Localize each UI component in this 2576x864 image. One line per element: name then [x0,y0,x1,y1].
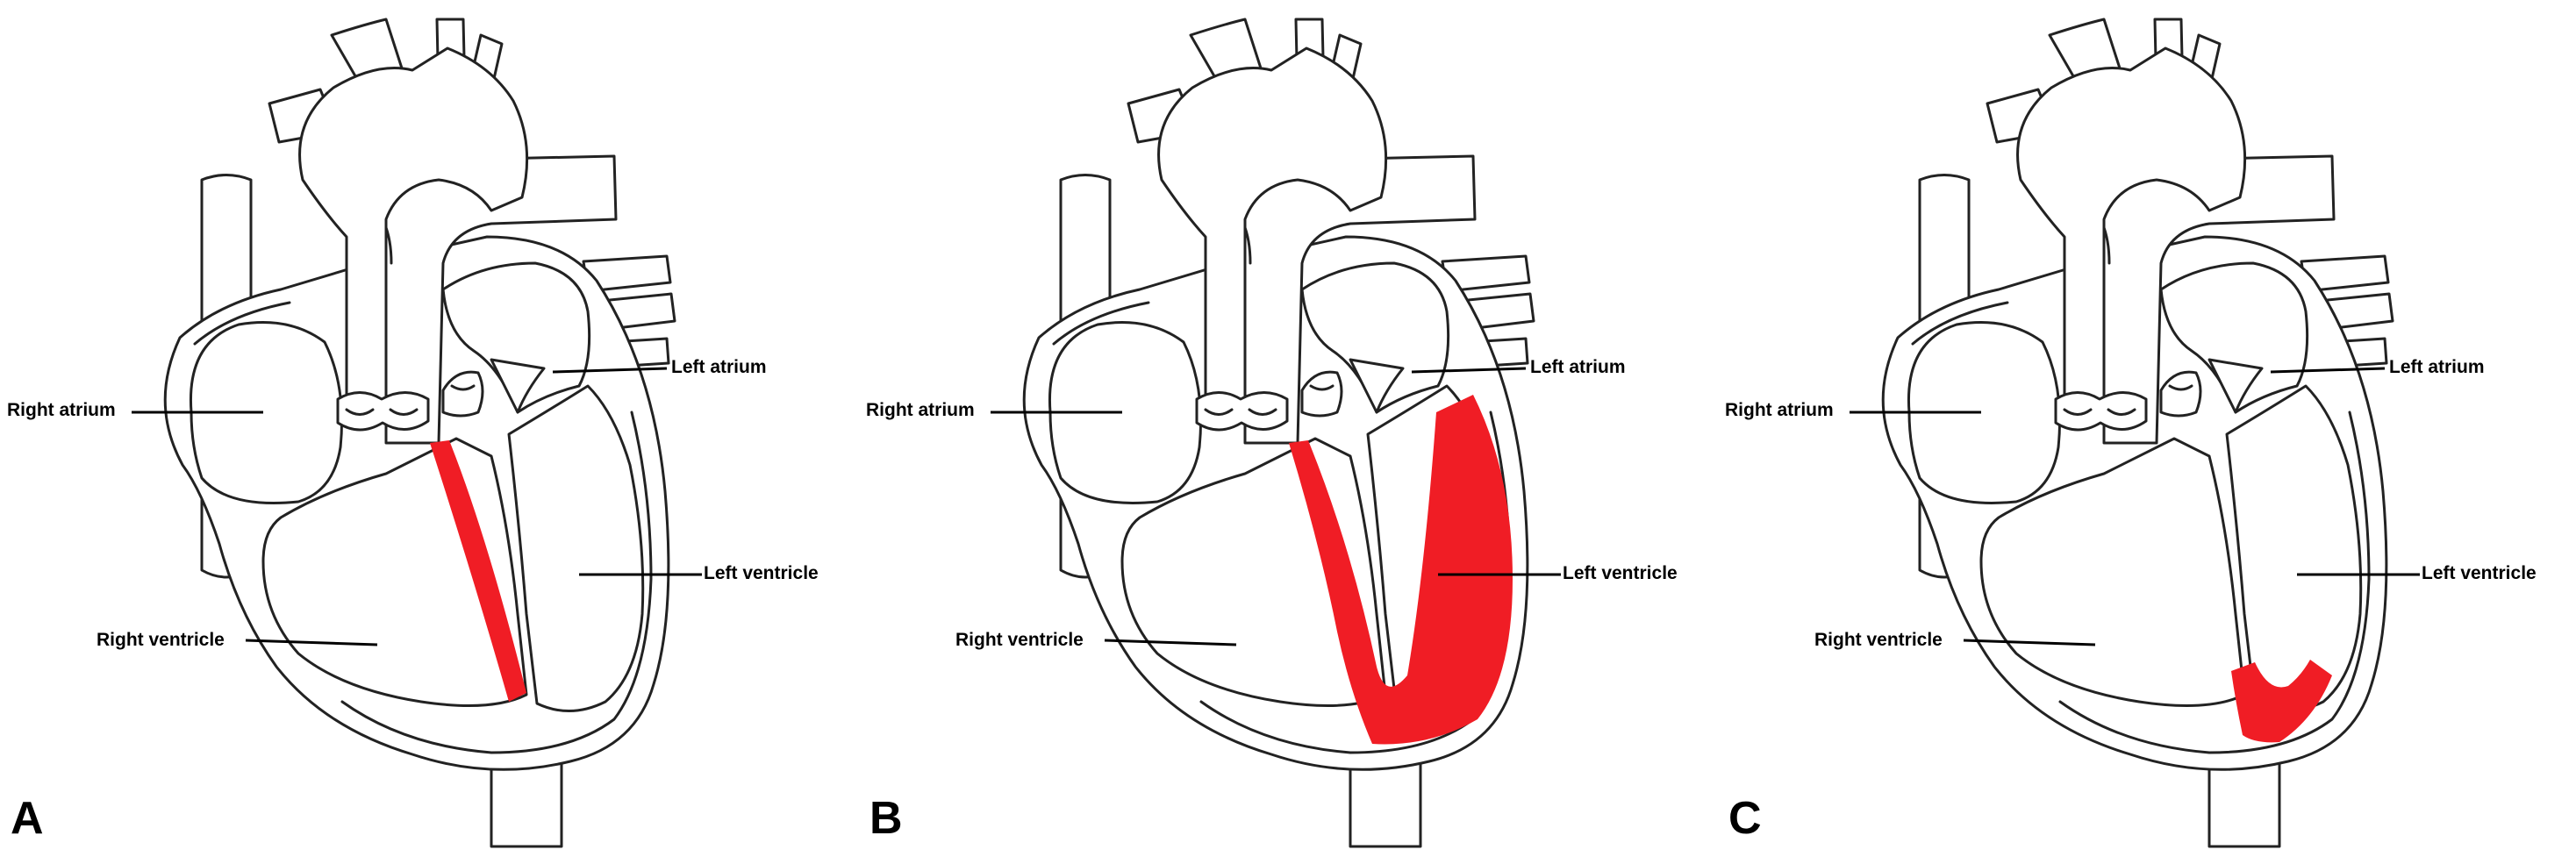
label-right-atrium: Right atrium [1725,400,1834,420]
label-left-atrium: Left atrium [2389,357,2485,377]
left-atrium-leader [552,367,668,374]
label-left-atrium: Left atrium [671,357,767,377]
left-atrium-leader [2270,367,2386,374]
right-ventricle-leader [1104,639,1237,646]
left-atrium-leader [1411,367,1527,374]
label-left-ventricle: Left ventricle [2422,563,2537,583]
panel-letter: A [11,793,44,844]
right-ventricle-leader [1963,639,2096,646]
heart-illustration [132,18,702,848]
label-right-ventricle: Right ventricle [97,630,225,650]
label-left-atrium: Left atrium [1530,357,1626,377]
panel-letter: B [869,793,903,844]
label-left-ventricle: Left ventricle [704,563,819,583]
label-right-ventricle: Right ventricle [955,630,1084,650]
label-left-ventricle: Left ventricle [1563,563,1678,583]
heart-illustration [1850,18,2420,848]
right-ventricle-leader [245,639,378,646]
label-right-atrium: Right atrium [866,400,975,420]
lesion-left-ventricular-apex [2231,660,2332,743]
panel-letter: C [1728,793,1762,844]
heart-illustration [991,18,1561,848]
lesion-septum-and-left-ventricular-free-wall [1289,395,1513,745]
label-right-ventricle: Right ventricle [1814,630,1943,650]
lesion-interventricular-septum [430,440,526,702]
label-right-atrium: Right atrium [7,400,116,420]
